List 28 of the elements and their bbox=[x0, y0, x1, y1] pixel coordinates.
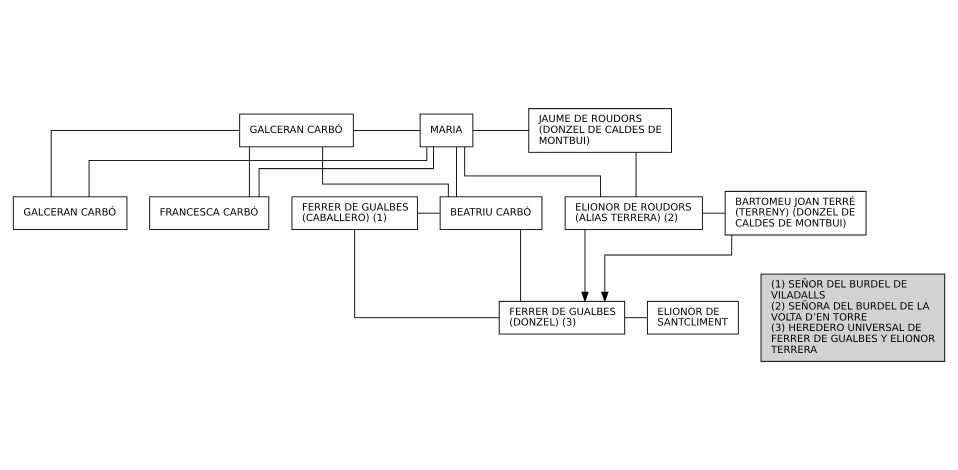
connector bbox=[354, 229, 500, 318]
connector bbox=[520, 229, 522, 302]
connector bbox=[624, 317, 648, 318]
node-box: BEATRIU CARBÓ bbox=[440, 196, 542, 230]
connector bbox=[417, 212, 440, 214]
node-box: JAUME DE ROUDORS (DONZEL DE CALDES DE MONTBUI) bbox=[528, 108, 672, 153]
node-box: FRANCESCA CARBÓ bbox=[149, 196, 270, 230]
connector bbox=[472, 130, 529, 131]
connector bbox=[464, 146, 602, 198]
node-box: ELIONOR DE SANTCLIMENT bbox=[646, 300, 739, 335]
arrow bbox=[601, 234, 732, 303]
node-box: FERRER DE GUALBES (DONZEL) (3) bbox=[498, 300, 626, 335]
arrow bbox=[581, 229, 589, 303]
connector bbox=[322, 146, 449, 198]
connector bbox=[258, 146, 434, 198]
connector bbox=[353, 130, 421, 131]
node-box: GALCERAN CARBÓ bbox=[239, 114, 354, 148]
node-box: MARIA bbox=[420, 114, 474, 148]
connector bbox=[702, 212, 726, 214]
connector bbox=[456, 146, 457, 198]
node-box: BARTOMEU JOAN TERRÉ (TERRENY) (DONZEL DE CALDES DE MONTBUI) bbox=[724, 190, 866, 236]
node-box: (1) SEÑOR DEL BURDEL DE VILADALLS (2) SEÑORA DEL BURDEL DE LA VOLTA D’EN TORRE (3) HEREDERO UNIVERSAL DE FERRER DE GUALBES Y ELIONOR TERRERA bbox=[760, 274, 946, 362]
connector bbox=[50, 130, 240, 197]
node-box: ELIONOR DE ROUDORS (ALIAS TERRERA) (2) bbox=[564, 196, 703, 230]
connector bbox=[248, 146, 250, 198]
connector bbox=[88, 146, 428, 198]
node-box: FERRER DE GUALBES (CABALLERO) (1) bbox=[292, 196, 418, 230]
node-box: GALCERAN CARBÓ bbox=[12, 196, 128, 230]
